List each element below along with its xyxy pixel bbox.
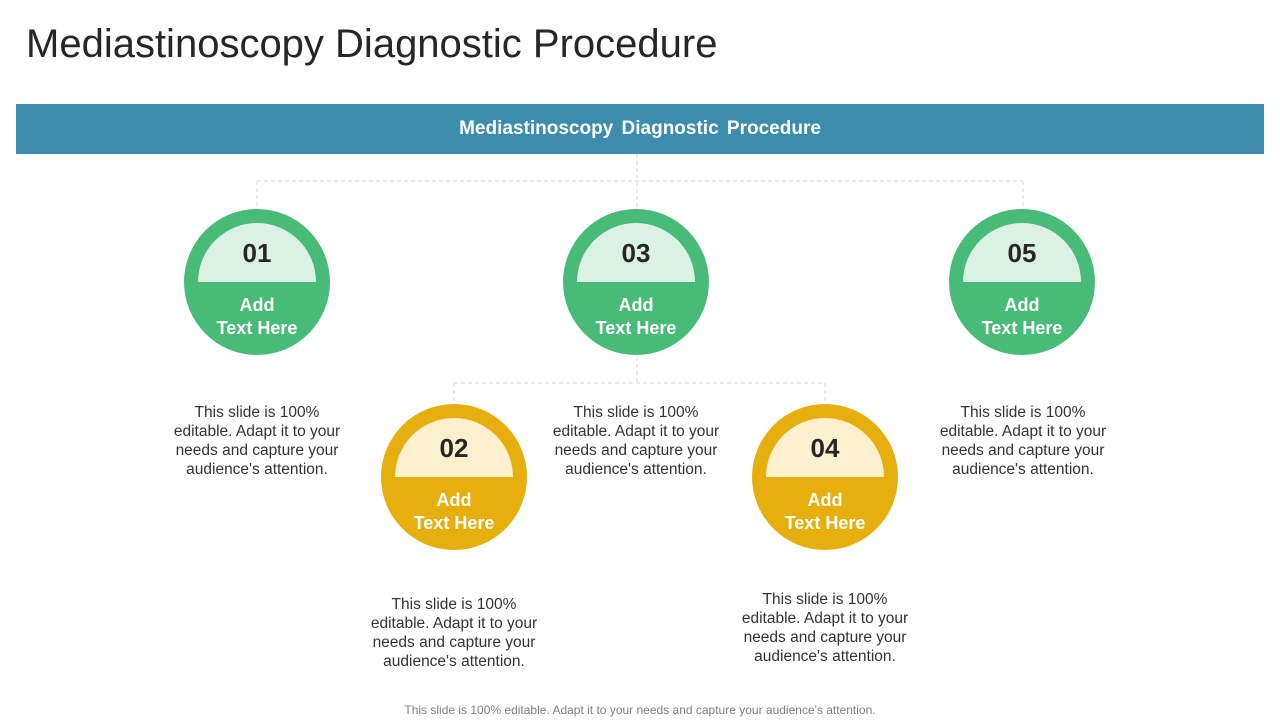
step-number: 03 [621,238,651,268]
step-number: 01 [242,238,272,268]
step-node-04: 04 Add Text Here [752,404,898,550]
step-description-04: This slide is 100% editable. Adapt it to… [741,591,909,665]
header-banner: Mediastinoscopy Diagnostic Procedure [16,104,1264,154]
step-number: 04 [810,433,840,463]
step-label-line2: Text Here [784,513,866,533]
step-label: Add Text Here [949,294,1095,340]
step-node-05: 05 Add Text Here [949,209,1095,355]
step-description-01: This slide is 100% editable. Adapt it to… [173,404,341,478]
step-label-line2: Text Here [413,513,495,533]
step-label-line1: Add [1004,295,1040,315]
step-node-03: 03 Add Text Here [563,209,709,355]
step-description-02: This slide is 100% editable. Adapt it to… [370,596,538,670]
step-description-03: This slide is 100% editable. Adapt it to… [552,404,720,478]
step-label-line1: Add [436,490,472,510]
step-node-01: 01 Add Text Here [184,209,330,355]
step-label: Add Text Here [563,294,709,340]
footer-note: This slide is 100% editable. Adapt it to… [404,703,876,717]
page-title: Mediastinoscopy Diagnostic Procedure [26,22,718,66]
step-label-line2: Text Here [595,318,677,338]
step-label-line1: Add [807,490,843,510]
step-label-line1: Add [239,295,275,315]
step-label: Add Text Here [184,294,330,340]
step-number: 05 [1007,238,1037,268]
step-label: Add Text Here [381,489,527,535]
step-label-line1: Add [618,295,654,315]
step-label-line2: Text Here [981,318,1063,338]
step-label: Add Text Here [752,489,898,535]
step-description-05: This slide is 100% editable. Adapt it to… [939,404,1107,478]
banner-text: Mediastinoscopy Diagnostic Procedure [459,118,821,139]
step-label-line2: Text Here [216,318,298,338]
step-number: 02 [439,433,469,463]
step-node-02: 02 Add Text Here [381,404,527,550]
